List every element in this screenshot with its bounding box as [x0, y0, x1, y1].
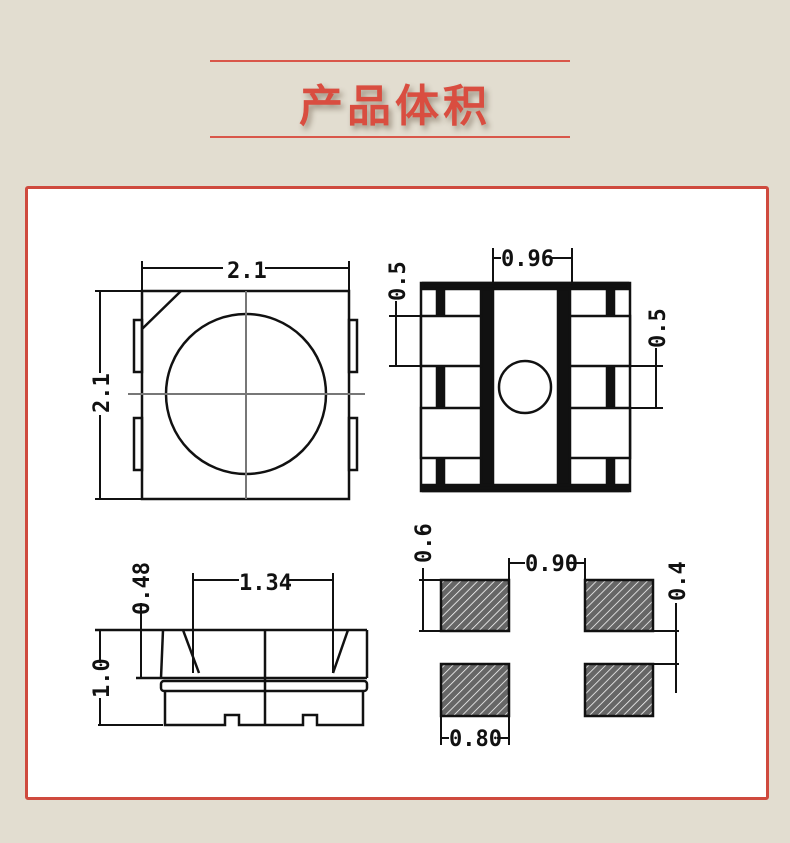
title-top-rule: [210, 60, 570, 62]
side-lens-width-label: 1.34: [239, 571, 292, 596]
dimension-panel: 2.1 2.1 0.96 0.5 0.5: [25, 186, 769, 800]
bottom-center-width-label: 0.96: [501, 247, 554, 272]
footprint-pad-gap-label: 0.90: [525, 552, 578, 577]
side-lens-height-label: 0.48: [130, 562, 155, 615]
footprint-pad-height-label: 0.6: [412, 523, 437, 563]
top-height-label: 2.1: [90, 373, 115, 413]
page-title: 产品体积: [299, 81, 491, 132]
bottom-left-pad-label: 0.5: [386, 261, 411, 301]
title-bottom-rule: [210, 136, 570, 138]
dimension-drawings: 2.1 2.1 0.96 0.5 0.5: [90, 247, 691, 752]
top-width-label: 2.1: [227, 259, 267, 284]
bottom-right-pad-label: 0.5: [646, 308, 671, 348]
side-total-height-label: 1.0: [90, 658, 115, 698]
footprint-row-gap-label: 0.4: [666, 561, 691, 601]
top-view: [95, 261, 365, 501]
footprint-view: [419, 558, 679, 745]
side-view: [95, 573, 369, 727]
bottom-view: [389, 248, 663, 493]
footprint-pad-width-label: 0.80: [449, 727, 502, 752]
